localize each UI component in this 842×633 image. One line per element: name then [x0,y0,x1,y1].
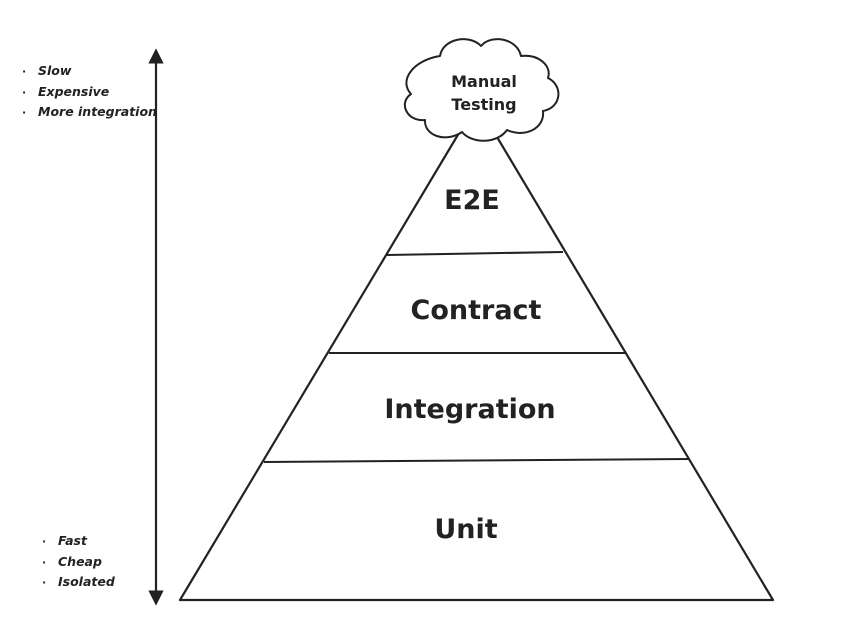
layer-label-contract: Contract [411,295,542,326]
note-item: · Slow [22,61,157,82]
cloud-label-line2: Testing [451,95,516,114]
layer-label-e2e: E2E [444,185,500,216]
note-text: Cheap [58,553,102,569]
bullet-icon: · [42,535,47,548]
note-text: Expensive [38,83,110,99]
cloud-label-line1: Manual [451,72,517,91]
note-text: Fast [58,533,87,548]
note-item: · Expensive [22,82,157,103]
note-text: More integration [38,104,157,119]
layer-label-unit: Unit [434,514,497,545]
bullet-icon: · [42,555,47,569]
bullet-icon: · [22,65,27,78]
note-item: · More integration [22,102,157,123]
note-text: Slow [38,63,72,78]
note-item: · Fast [42,531,115,552]
layer-label-integration: Integration [384,394,555,425]
note-text: Isolated [58,574,115,589]
top-notes-list: · Slow · Expensive · More integration [22,61,157,123]
pyramid-outline [178,132,775,602]
bullet-icon: · [42,576,47,589]
cloud-shape [403,38,560,142]
bottom-notes-list: · Fast · Cheap · Isolated [42,531,115,593]
note-item: · Cheap [42,552,115,573]
divider-e2e-contract [386,251,564,256]
divider-integration-unit [263,458,690,463]
bullet-icon: · [22,85,27,99]
note-item: · Isolated [42,572,115,593]
bullet-icon: · [22,106,27,119]
